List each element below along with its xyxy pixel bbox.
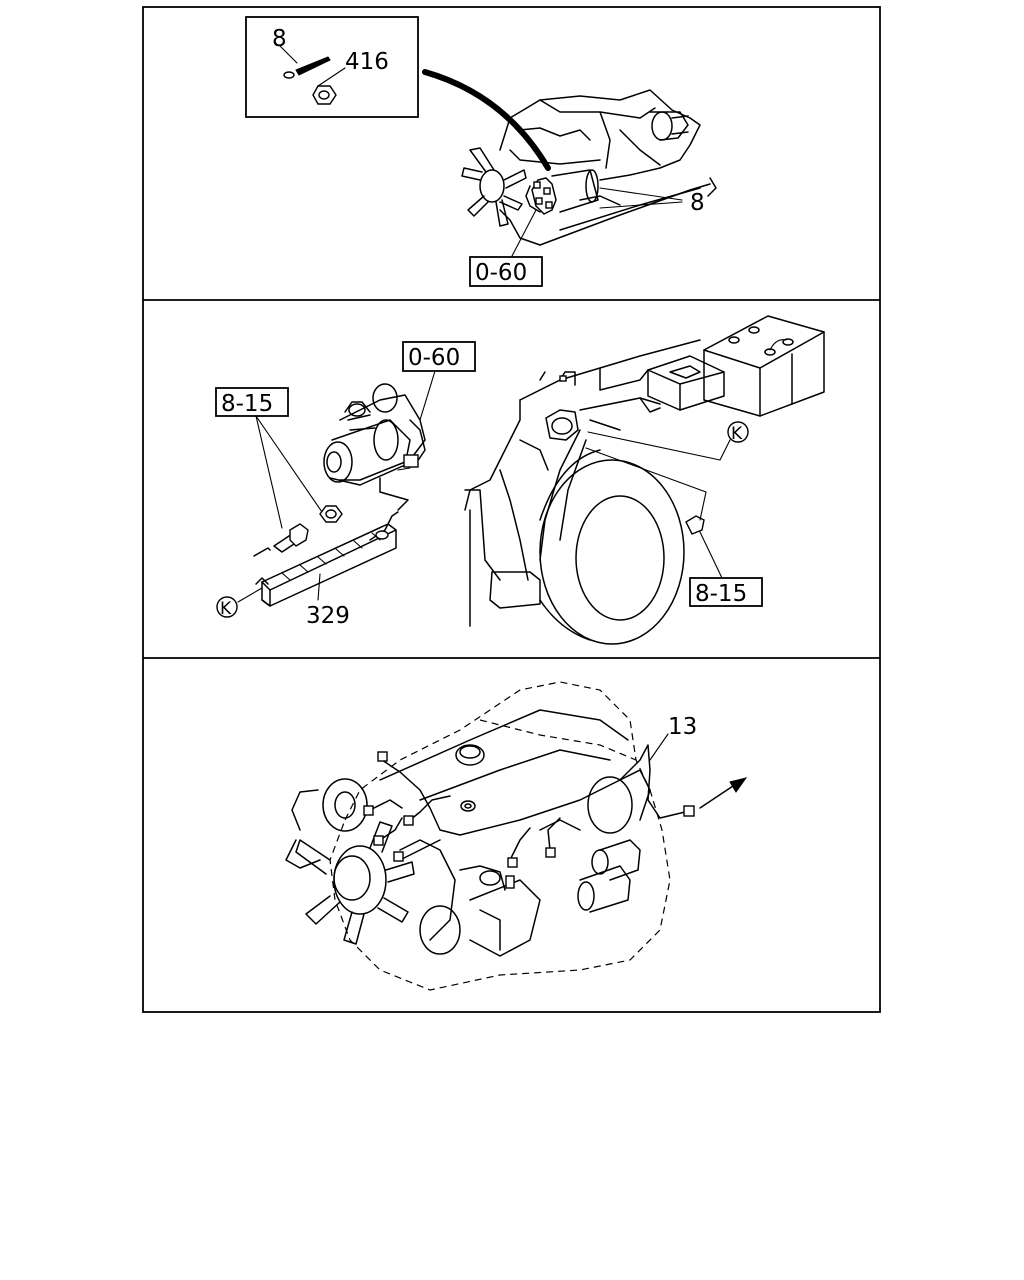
starter-motor-top [525,169,599,215]
connector-7 [545,847,556,858]
ref-box-starter [402,341,476,372]
tire [539,449,685,645]
fan-bottom [295,821,415,945]
ref-box-frame [689,577,763,607]
connector-marker-right [727,421,749,443]
connector-2 [363,805,374,816]
harness-13 [363,744,748,889]
connector-marker-right-text: K [731,424,743,444]
panel-bottom: 13 [285,681,748,991]
battery [703,315,825,417]
ref-box-bolts-text: 8-15 [221,391,273,417]
diagram-frame [142,6,881,1013]
panel-top: 8 416 [245,16,717,287]
connector-marker-left [216,596,238,618]
ref-box-frame-text: 8-15 [695,581,747,607]
nut-8-15 [319,505,343,523]
callout-starter-number: 8 [690,190,705,216]
fan [461,147,527,227]
connector-6 [507,857,518,868]
connector-4 [373,835,384,846]
connector-8 [505,875,515,889]
inset-nut-label: 416 [345,49,389,75]
ref-box-starter-text: 0-60 [408,345,460,371]
ref-box-bolts [215,387,289,417]
callout-harness-329: 329 [306,603,350,629]
callout-harness-13: 13 [668,714,697,740]
engine-outline-dashed [329,681,671,991]
ref-box-top-text: 0-60 [475,260,527,286]
connector-1 [377,751,388,762]
inset-bolt-label: 8 [272,26,287,52]
starter-motor-exploded [323,383,426,486]
nut-part [312,85,337,105]
vehicle-frame-view [464,315,825,645]
connector-marker-left-text: K [220,599,232,619]
harness-329 [255,511,399,607]
engine-block [285,709,651,957]
connector-end [683,805,695,817]
bolt-part [283,56,331,79]
inset-leader-arc [422,69,551,171]
ref-box-top [469,256,543,287]
connector-5 [393,851,404,862]
engine-top-view [461,89,717,246]
bolt-8-15 [273,523,309,553]
panel-middle: 0-60 8-15 [215,315,825,645]
connector-3 [403,815,414,826]
